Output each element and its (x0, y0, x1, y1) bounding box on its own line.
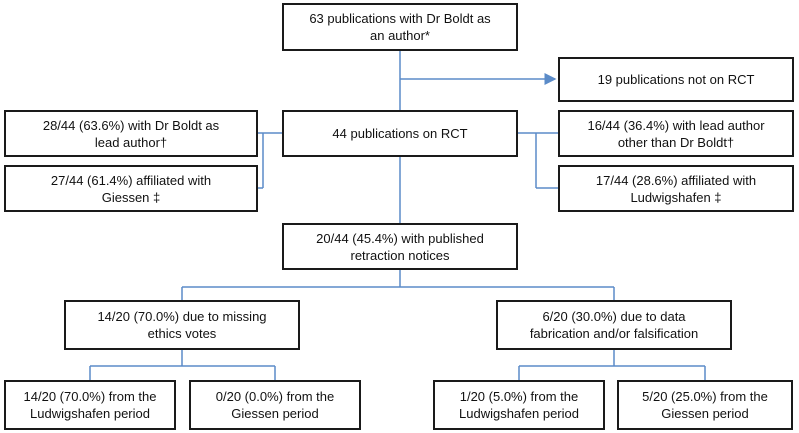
box-lead-line2: lead author† (94, 134, 168, 150)
box-total-line1: 63 publications with Dr Boldt as (309, 11, 491, 26)
box-fab-lud-line2: Ludwigshafen period (459, 406, 579, 421)
box-other-lead-author: 16/44 (36.4%) with lead author other tha… (558, 110, 794, 157)
box-rct-publications: 44 publications on RCT (282, 110, 518, 157)
box-fab-lud-line1: 1/20 (5.0%) from the (459, 389, 579, 404)
box-giessen-line1: 27/44 (61.4%) affiliated with (50, 172, 212, 188)
box-ludwigshafen-line2: Ludwigshafen ‡ (630, 189, 722, 205)
box-fabrication-line1: 6/20 (30.0%) due to data (542, 309, 686, 324)
box-retraction-line2: retraction notices (350, 247, 450, 263)
box-boldt-lead-author: 28/44 (63.6%) with Dr Boldt as lead auth… (4, 110, 258, 157)
box-missing-ethics-votes: 14/20 (70.0%) due to missing ethics vote… (64, 300, 300, 350)
box-fab-gie-line2: Giessen period (661, 406, 749, 421)
box-ethics-gie-line1: 0/20 (0.0%) from the (215, 389, 335, 404)
box-retraction-line1: 20/44 (45.4%) with published (316, 230, 484, 246)
box-lead-line1: 28/44 (63.6%) with Dr Boldt as (42, 117, 220, 133)
box-ethics-lud-line2: Ludwigshafen period (30, 406, 150, 421)
box-fab-gie-line1: 5/20 (25.0%) from the (642, 389, 768, 404)
box-affiliated-giessen: 27/44 (61.4%) affiliated with Giessen ‡ (4, 165, 258, 212)
box-total-line2: an author* (370, 28, 430, 43)
box-total-publications: 63 publications with Dr Boldt as an auth… (282, 3, 518, 51)
box-other-line2: other than Dr Boldt† (617, 134, 735, 150)
box-fabrication-giessen-period: 5/20 (25.0%) from the Giessen period (617, 380, 793, 430)
box-fabrication-line2: fabrication and/or falsification (529, 326, 699, 341)
box-retraction-notices: 20/44 (45.4%) with published retraction … (282, 223, 518, 270)
box-ethics-giessen-period: 0/20 (0.0%) from the Giessen period (189, 380, 361, 430)
box-ethics-gie-line2: Giessen period (231, 406, 319, 421)
box-ethics-ludwigshafen-period: 14/20 (70.0%) from the Ludwigshafen peri… (4, 380, 176, 430)
box-ethics-lud-line1: 14/20 (70.0%) from the (23, 389, 157, 404)
box-rct-line1: 44 publications on RCT (332, 126, 468, 141)
box-ludwigshafen-line1: 17/44 (28.6%) affiliated with (595, 172, 757, 188)
box-ethics-line2: ethics votes (147, 326, 217, 341)
box-giessen-line2: Giessen ‡ (101, 189, 161, 205)
box-ethics-line1: 14/20 (70.0%) due to missing (97, 309, 267, 324)
box-not-rct: 19 publications not on RCT (558, 57, 794, 102)
box-other-line1: 16/44 (36.4%) with lead author (587, 117, 765, 133)
box-affiliated-ludwigshafen: 17/44 (28.6%) affiliated with Ludwigshaf… (558, 165, 794, 212)
box-data-fabrication: 6/20 (30.0%) due to data fabrication and… (496, 300, 732, 350)
box-not-rct-line1: 19 publications not on RCT (597, 72, 755, 87)
box-fabrication-ludwigshafen-period: 1/20 (5.0%) from the Ludwigshafen period (433, 380, 605, 430)
